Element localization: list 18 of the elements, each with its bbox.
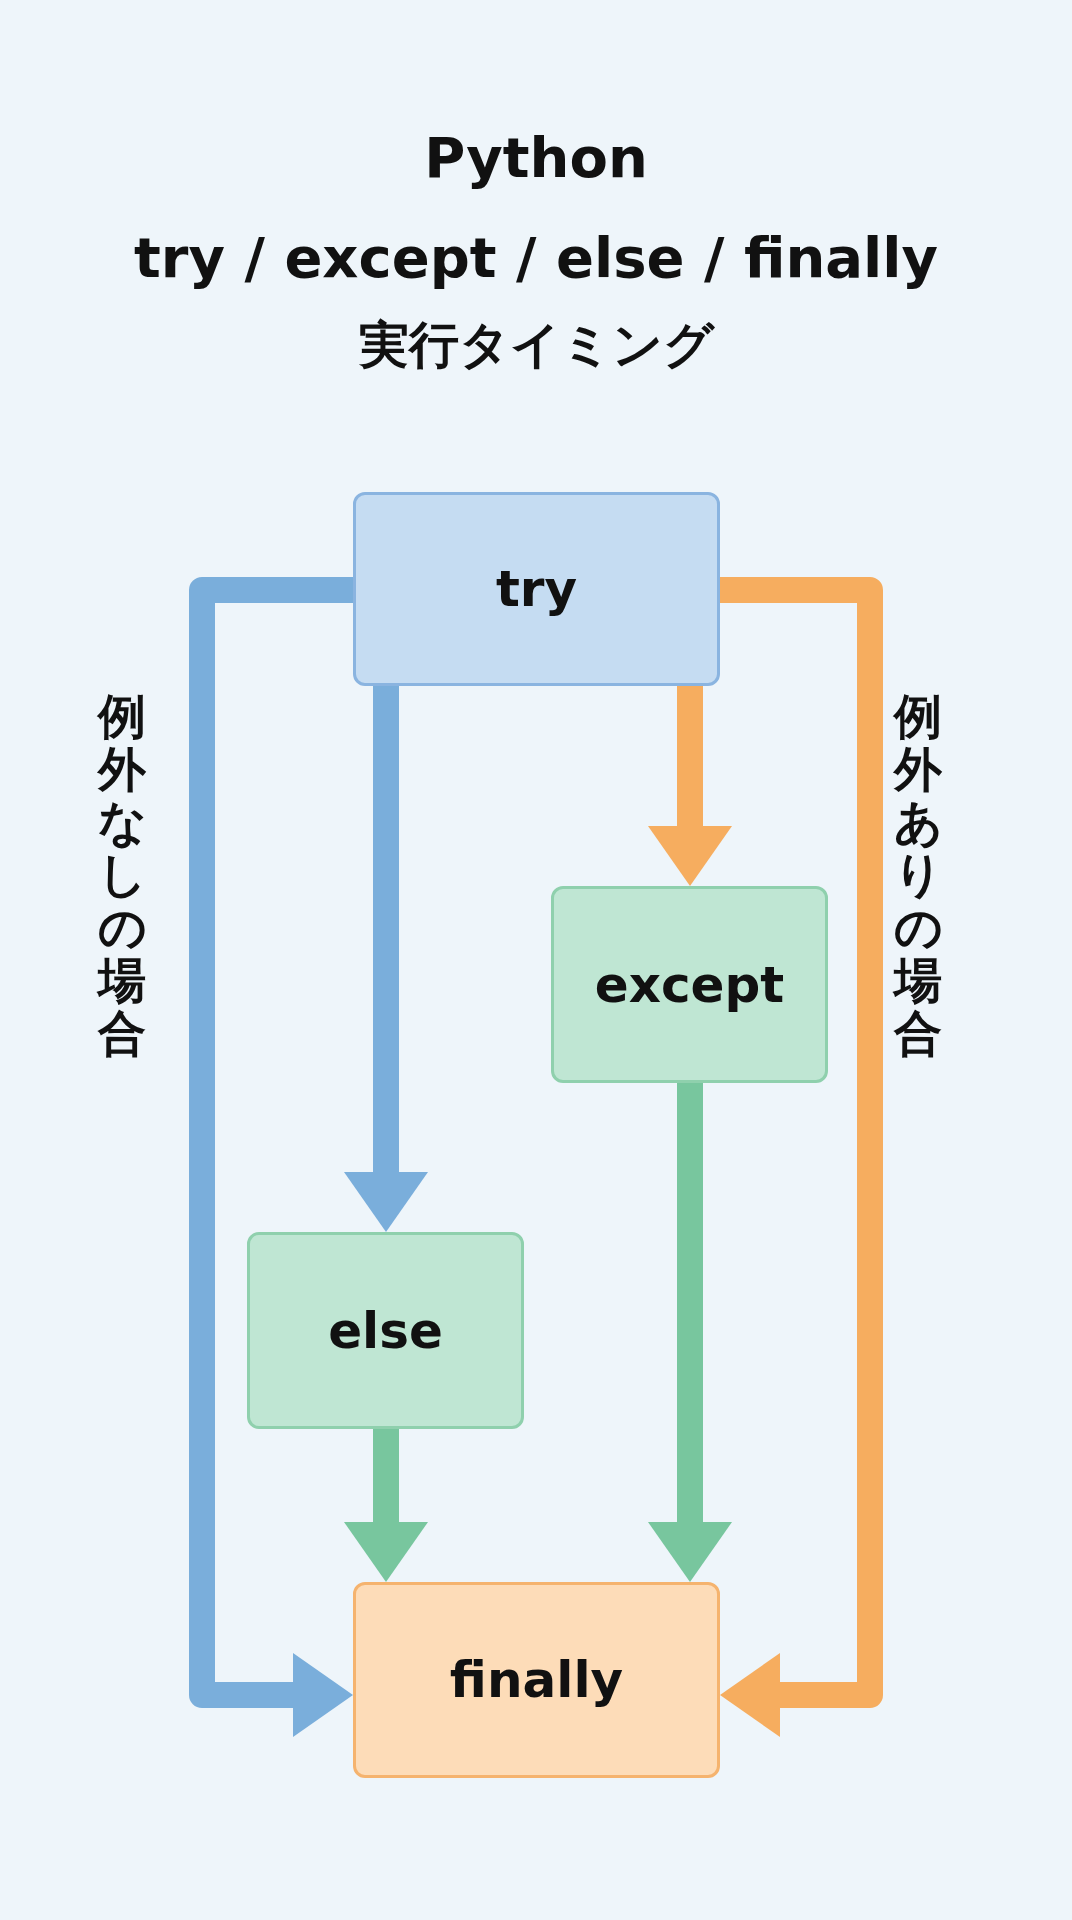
process-box <box>353 492 720 686</box>
arrow <box>344 686 428 1232</box>
process-box <box>353 1582 720 1778</box>
arrow <box>648 686 732 886</box>
arrow <box>720 577 883 1737</box>
arrow <box>648 1083 732 1582</box>
title: Python try / except / else / finally <box>133 124 939 292</box>
box-label: try <box>495 560 578 618</box>
box-label: except <box>594 955 785 1014</box>
subtitle: 実行タイミング <box>357 315 716 376</box>
arrow <box>344 1429 428 1582</box>
edge-label: 例外なしの場合 <box>98 690 146 1060</box>
process-box <box>247 1232 524 1429</box>
box-label: else <box>328 1301 443 1360</box>
arrow <box>189 577 353 1737</box>
box-label: finally <box>449 1651 624 1709</box>
process-box <box>551 886 828 1083</box>
edge-label: 例外ありの場合 <box>894 690 942 1060</box>
